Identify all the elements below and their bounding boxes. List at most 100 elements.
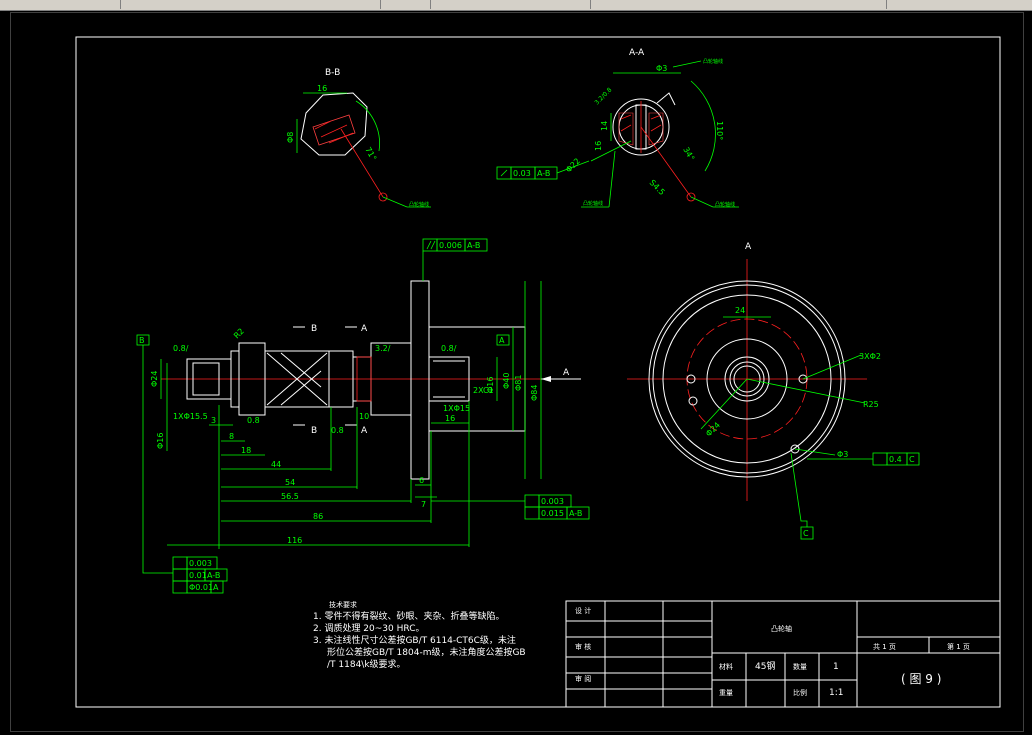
section-bb: B-B 凸轮轴线 16 Φ8 71° [286,68,431,208]
end-view-a: A 24 3XΦ2 R25 Φ24 Φ3 0.4 C C [627,242,920,540]
dim-18: 18 [241,446,251,455]
tb-scale-label: 比例 [793,688,807,697]
toolbar-segment[interactable] [590,0,887,9]
section-aa: A-A 凸轮轴线 Φ3 凸轮轴线 3.2/0.8 14 16 Φ22 110° … [496,48,739,208]
toolbar-segment[interactable] [886,0,1032,9]
tb-qty: 1 [833,662,839,672]
drawing-frame [75,36,1001,708]
dim-86: 86 [313,512,323,521]
section-mark-a-bottom: A [361,426,368,436]
dim-10: 10 [359,412,369,421]
dim-110deg: 110° [715,121,724,140]
notes-line-4: 形位公差按GB/T 1804-m级，未注角度公差按GB [327,646,526,658]
tb-part-name: 凸轮轴 [771,624,792,633]
datum-a: A [499,336,505,345]
tol-runout-aa-ref: A-B [537,169,550,178]
tb-weight-label: 重量 [719,689,733,697]
section-bb-label: B-B [325,68,340,78]
svg-text:凸轮轴线: 凸轮轴线 [409,201,429,208]
datum-b: B [139,336,145,345]
tol-b2-ref: A-B [569,509,582,518]
datum-c: C [803,529,809,538]
top-toolbar [0,0,1032,11]
dim-r25: R25 [863,400,879,409]
notes-line-1: 1. 零件不得有裂纹、砂眼、夹杂、折叠等缺陷。 [313,610,504,622]
cad-drawing: B-B 凸轮轴线 16 Φ8 71° A-A 凸轮轴线 [75,36,1001,708]
dim-phi84: Φ84 [530,385,539,401]
toolbar-segment[interactable] [380,0,431,9]
dim-44: 44 [271,460,281,469]
tol-b1: 0.003 [541,497,564,506]
dim-sr4: S4.5 [648,178,667,197]
svg-text:凸轮轴线: 凸轮轴线 [703,58,723,65]
view-arrow-a: A [563,368,570,378]
svg-text:凸轮轴线: 凸轮轴线 [583,200,603,207]
toolbar-segment[interactable] [0,0,121,9]
dim-1x15: 1XΦ15 [443,404,470,413]
dim-r2: R2 [232,327,246,341]
tol-c: 0.4 [889,455,902,464]
section-aa-label: A-A [629,48,645,58]
dim-phi22: Φ22 [564,156,582,174]
notes-title: 技术要求 [329,600,357,609]
dim-phi40: Φ40 [502,373,511,389]
tol-parallel-ref: A-B [467,241,480,250]
dim-56-5: 56.5 [281,492,299,501]
dim-0-8: 0.8 [247,416,260,425]
tb-check: 审 核 [575,642,591,651]
dim-34deg: 34° [681,146,696,163]
dim-16-aa: 16 [594,141,603,151]
svg-text:凸轮轴线: 凸轮轴线 [715,201,735,208]
dim-14: 14 [600,121,609,131]
section-mark-b-bottom: B [311,426,317,436]
view-a-label: A [745,242,752,252]
dim-6: 6 [419,476,424,485]
tol-c-ref: C [909,455,915,464]
tol-b2: 0.015 [541,509,564,518]
dim-3xphi2: 3XΦ2 [859,352,881,361]
drawing-canvas[interactable]: B-B 凸轮轴线 16 Φ8 71° A-A 凸轮轴线 [10,12,1024,732]
section-mark-a-top: A [361,324,368,334]
dim-3: 3 [211,416,216,425]
tb-figure: ( 图 9 ) [901,672,941,686]
tb-design: 设 计 [575,606,591,615]
tb-sheet-no: 第 1 页 [947,642,970,651]
dim-phi3b: Φ3 [837,450,848,459]
tb-qty-label: 数量 [793,662,807,671]
dim-71deg: 71° [363,146,378,163]
rough-1: 0.8/ [173,344,189,353]
rough-3: 3.2/ [375,344,391,353]
dim-24: 24 [735,306,745,315]
dim-54: 54 [285,478,295,487]
toolbar-segment[interactable] [430,0,591,9]
tb-sheets-total: 共 1 页 [873,642,896,651]
title-block: 设 计 审 核 审 阅 凸轮轴 材料 45钢 数量 1 重量 比例 1:1 共 … [565,600,1001,708]
tb-scale: 1:1 [829,688,843,698]
tol-parallel: 0.006 [439,241,462,250]
tol-l3: Φ0.01 [189,583,213,592]
tol-l3-ref: A [213,583,219,592]
notes-line-2: 2. 调质处理 20~30 HRC。 [313,622,424,634]
dim-phi8: Φ8 [286,132,295,143]
tol-l2: 0.01 [189,571,207,580]
dim-116: 116 [287,536,302,545]
technical-notes: 技术要求 1. 零件不得有裂纹、砂眼、夹杂、折叠等缺陷。 2. 调质处理 20~… [313,600,526,670]
shaft-main-view: B B A A A B A 0.006 A-B 0.8/ 0.8/ 3.2/ R… [136,238,590,594]
dim-2xc1: 2XC1 [473,386,494,395]
rough-2: 0.8/ [441,344,457,353]
tol-l2-ref: A-B [207,571,220,580]
tb-material-label: 材料 [719,662,733,671]
dim-3-2: 3.2/0.8 [593,86,613,106]
dim-16: 16 [317,84,327,93]
section-mark-b-top: B [311,324,317,334]
dim-0-8b: 0.8 [331,426,344,435]
dim-16b: 16 [445,414,455,423]
dim-chamfer: 1XΦ15.5 [173,412,208,421]
tb-material: 45钢 [755,660,775,672]
tb-approve: 审 阅 [575,674,591,683]
dim-phi3: Φ3 [656,64,667,73]
toolbar-segment[interactable] [120,0,381,9]
dim-7: 7 [421,500,426,509]
notes-line-5: /T 1184\k级要求。 [327,658,406,670]
dim-phi16: Φ16 [156,433,165,449]
